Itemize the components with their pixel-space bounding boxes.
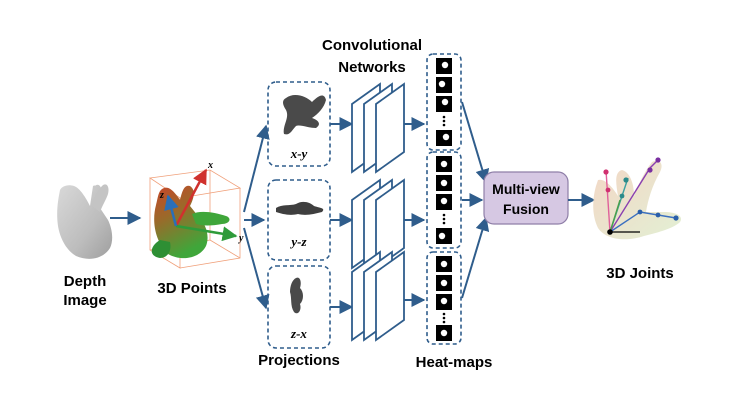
depth-label-2: Image [63, 292, 106, 309]
joints-hand [593, 157, 682, 240]
projection-zx-label: z-x [290, 326, 307, 341]
conv-label-2: Networks [338, 59, 406, 76]
projection-yz-label: y-z [289, 234, 307, 249]
cnn-stack-1 [351, 82, 405, 174]
cnn-stack-3 [351, 250, 405, 342]
z-axis-label: z [159, 190, 164, 201]
axes-3d: x y z [159, 160, 244, 244]
points-3d-label: 3D Points [157, 280, 226, 297]
point-cloud-cube [148, 169, 242, 269]
projection-xy: x-y [267, 81, 331, 167]
arrow-points-to-xy [243, 124, 270, 213]
heatmap-column-3 [426, 251, 462, 345]
heatmaps-label: Heat-maps [416, 354, 493, 371]
fusion-label-1: Multi-view [492, 181, 560, 197]
projection-xy-label: x-y [290, 146, 308, 161]
depth-image-hand [57, 184, 113, 259]
fusion-block: Multi-view Fusion [483, 171, 569, 225]
projection-zx: z-x [267, 265, 331, 349]
projections-label: Projections [258, 352, 340, 369]
depth-label-1: Depth [64, 273, 107, 290]
projection-yz: y-z [267, 179, 331, 261]
conv-label-1: Convolutional [322, 37, 422, 54]
x-axis-label: x [207, 160, 213, 171]
joints-3d-label: 3D Joints [606, 265, 674, 282]
y-axis-arrow [175, 224, 238, 242]
y-axis-label: y [238, 233, 244, 244]
arrow-points-to-zx [243, 227, 270, 310]
fusion-label-2: Fusion [503, 201, 549, 217]
heatmap-column-1 [426, 53, 462, 151]
arrow-heatmaps3-to-fusion [461, 216, 490, 299]
arrow-heatmaps1-to-fusion [461, 101, 490, 184]
x-axis-arrow [174, 168, 208, 227]
heatmap-column-2 [426, 151, 462, 249]
cnn-stack-2 [351, 178, 405, 270]
z-axis-arrow [164, 194, 179, 227]
